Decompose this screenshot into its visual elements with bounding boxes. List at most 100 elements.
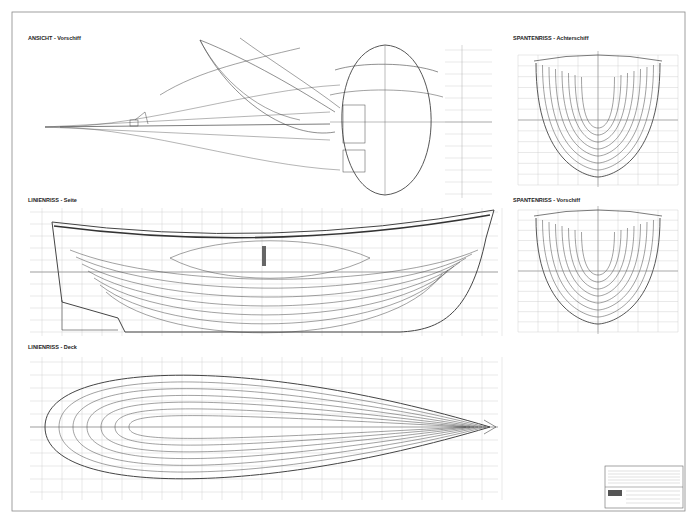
body-plan-fore — [518, 206, 678, 334]
section-line — [556, 224, 641, 303]
buttock-line — [70, 250, 478, 279]
hull-outline — [52, 210, 494, 332]
flag — [135, 112, 148, 124]
grid-line — [30, 427, 498, 428]
grid-line — [30, 212, 498, 213]
grid-line — [502, 357, 503, 500]
grid-line — [30, 401, 498, 402]
table-rule — [608, 480, 680, 481]
waterline — [45, 375, 490, 479]
waterline — [518, 271, 678, 272]
section-line — [582, 232, 615, 275]
section-line — [575, 230, 621, 282]
grid-line — [422, 357, 423, 500]
buttock-line — [106, 274, 442, 333]
grid-line — [282, 357, 283, 500]
stay — [45, 112, 330, 127]
grid-line — [62, 357, 63, 500]
section-line — [543, 220, 654, 317]
grid-line — [445, 158, 492, 159]
table-rule — [626, 503, 680, 504]
section-line — [562, 226, 634, 296]
grid-line — [445, 134, 492, 135]
grid-line — [445, 194, 492, 195]
deck-line — [534, 55, 662, 61]
section-line — [569, 228, 628, 289]
table-rule — [608, 477, 680, 478]
grid-line — [42, 357, 43, 500]
view-heading: ANSICHT - Vorschiff — [28, 36, 81, 42]
table-rule — [608, 471, 680, 472]
stay — [60, 127, 340, 170]
sail-line — [200, 40, 300, 120]
section-line — [549, 67, 647, 163]
sail-line — [160, 48, 300, 95]
grid-line — [30, 362, 498, 363]
section-line — [569, 73, 628, 142]
view-heading: LINIENRISS - Seite — [28, 198, 77, 204]
hull-outline — [342, 45, 431, 195]
bow-view — [45, 38, 492, 198]
grid-line — [102, 357, 103, 500]
waterline — [73, 389, 482, 466]
grid-line — [82, 357, 83, 500]
grid-line — [222, 357, 223, 500]
table-rule — [605, 487, 683, 488]
grid-line — [262, 357, 263, 500]
grid-line — [445, 62, 492, 63]
grid-line — [30, 320, 498, 321]
deckhouse — [343, 105, 365, 143]
section-line — [556, 69, 641, 156]
table-rule — [626, 491, 680, 492]
grid-line — [362, 357, 363, 500]
section-line — [549, 222, 647, 310]
stay — [60, 85, 340, 127]
view-heading: LINIENRISS - Deck — [28, 345, 77, 351]
grid-line — [30, 492, 498, 493]
grid-line — [502, 208, 503, 336]
grid-line — [462, 45, 463, 198]
center-line — [330, 122, 492, 123]
grid-line — [30, 296, 498, 297]
grid-line — [445, 146, 492, 147]
table-rule — [608, 483, 680, 484]
grid-line — [402, 357, 403, 500]
table-rule — [626, 495, 680, 496]
grid-line — [30, 466, 498, 467]
hull-line — [335, 64, 438, 72]
grid-line — [445, 86, 492, 87]
center-line — [385, 45, 386, 195]
hatch — [343, 150, 365, 172]
sheet-frame — [12, 12, 685, 511]
logo — [608, 490, 622, 496]
grid-line — [445, 110, 492, 111]
center-line — [30, 427, 498, 428]
waterline — [129, 416, 466, 439]
grid-line — [445, 170, 492, 171]
grid-line — [30, 479, 498, 480]
section-line — [543, 65, 654, 170]
buttock-line — [88, 262, 460, 306]
waterline — [59, 382, 486, 472]
section-line — [562, 71, 634, 149]
waterline — [101, 402, 474, 452]
waterline — [115, 409, 470, 445]
grid-line — [30, 440, 498, 441]
fitting — [130, 120, 138, 126]
buttock-line — [94, 266, 454, 315]
title-block — [605, 466, 683, 508]
profile-view — [30, 208, 502, 336]
grid-line — [322, 357, 323, 500]
sail-line — [240, 38, 340, 108]
center-line — [598, 51, 599, 187]
waterline — [87, 395, 478, 458]
grid-line — [445, 98, 492, 99]
deck-line — [534, 210, 662, 216]
sail-line — [200, 40, 335, 133]
grid-line — [482, 357, 483, 500]
chainplate — [262, 246, 266, 266]
grid-line — [302, 357, 303, 500]
stem-fitting — [484, 420, 496, 434]
